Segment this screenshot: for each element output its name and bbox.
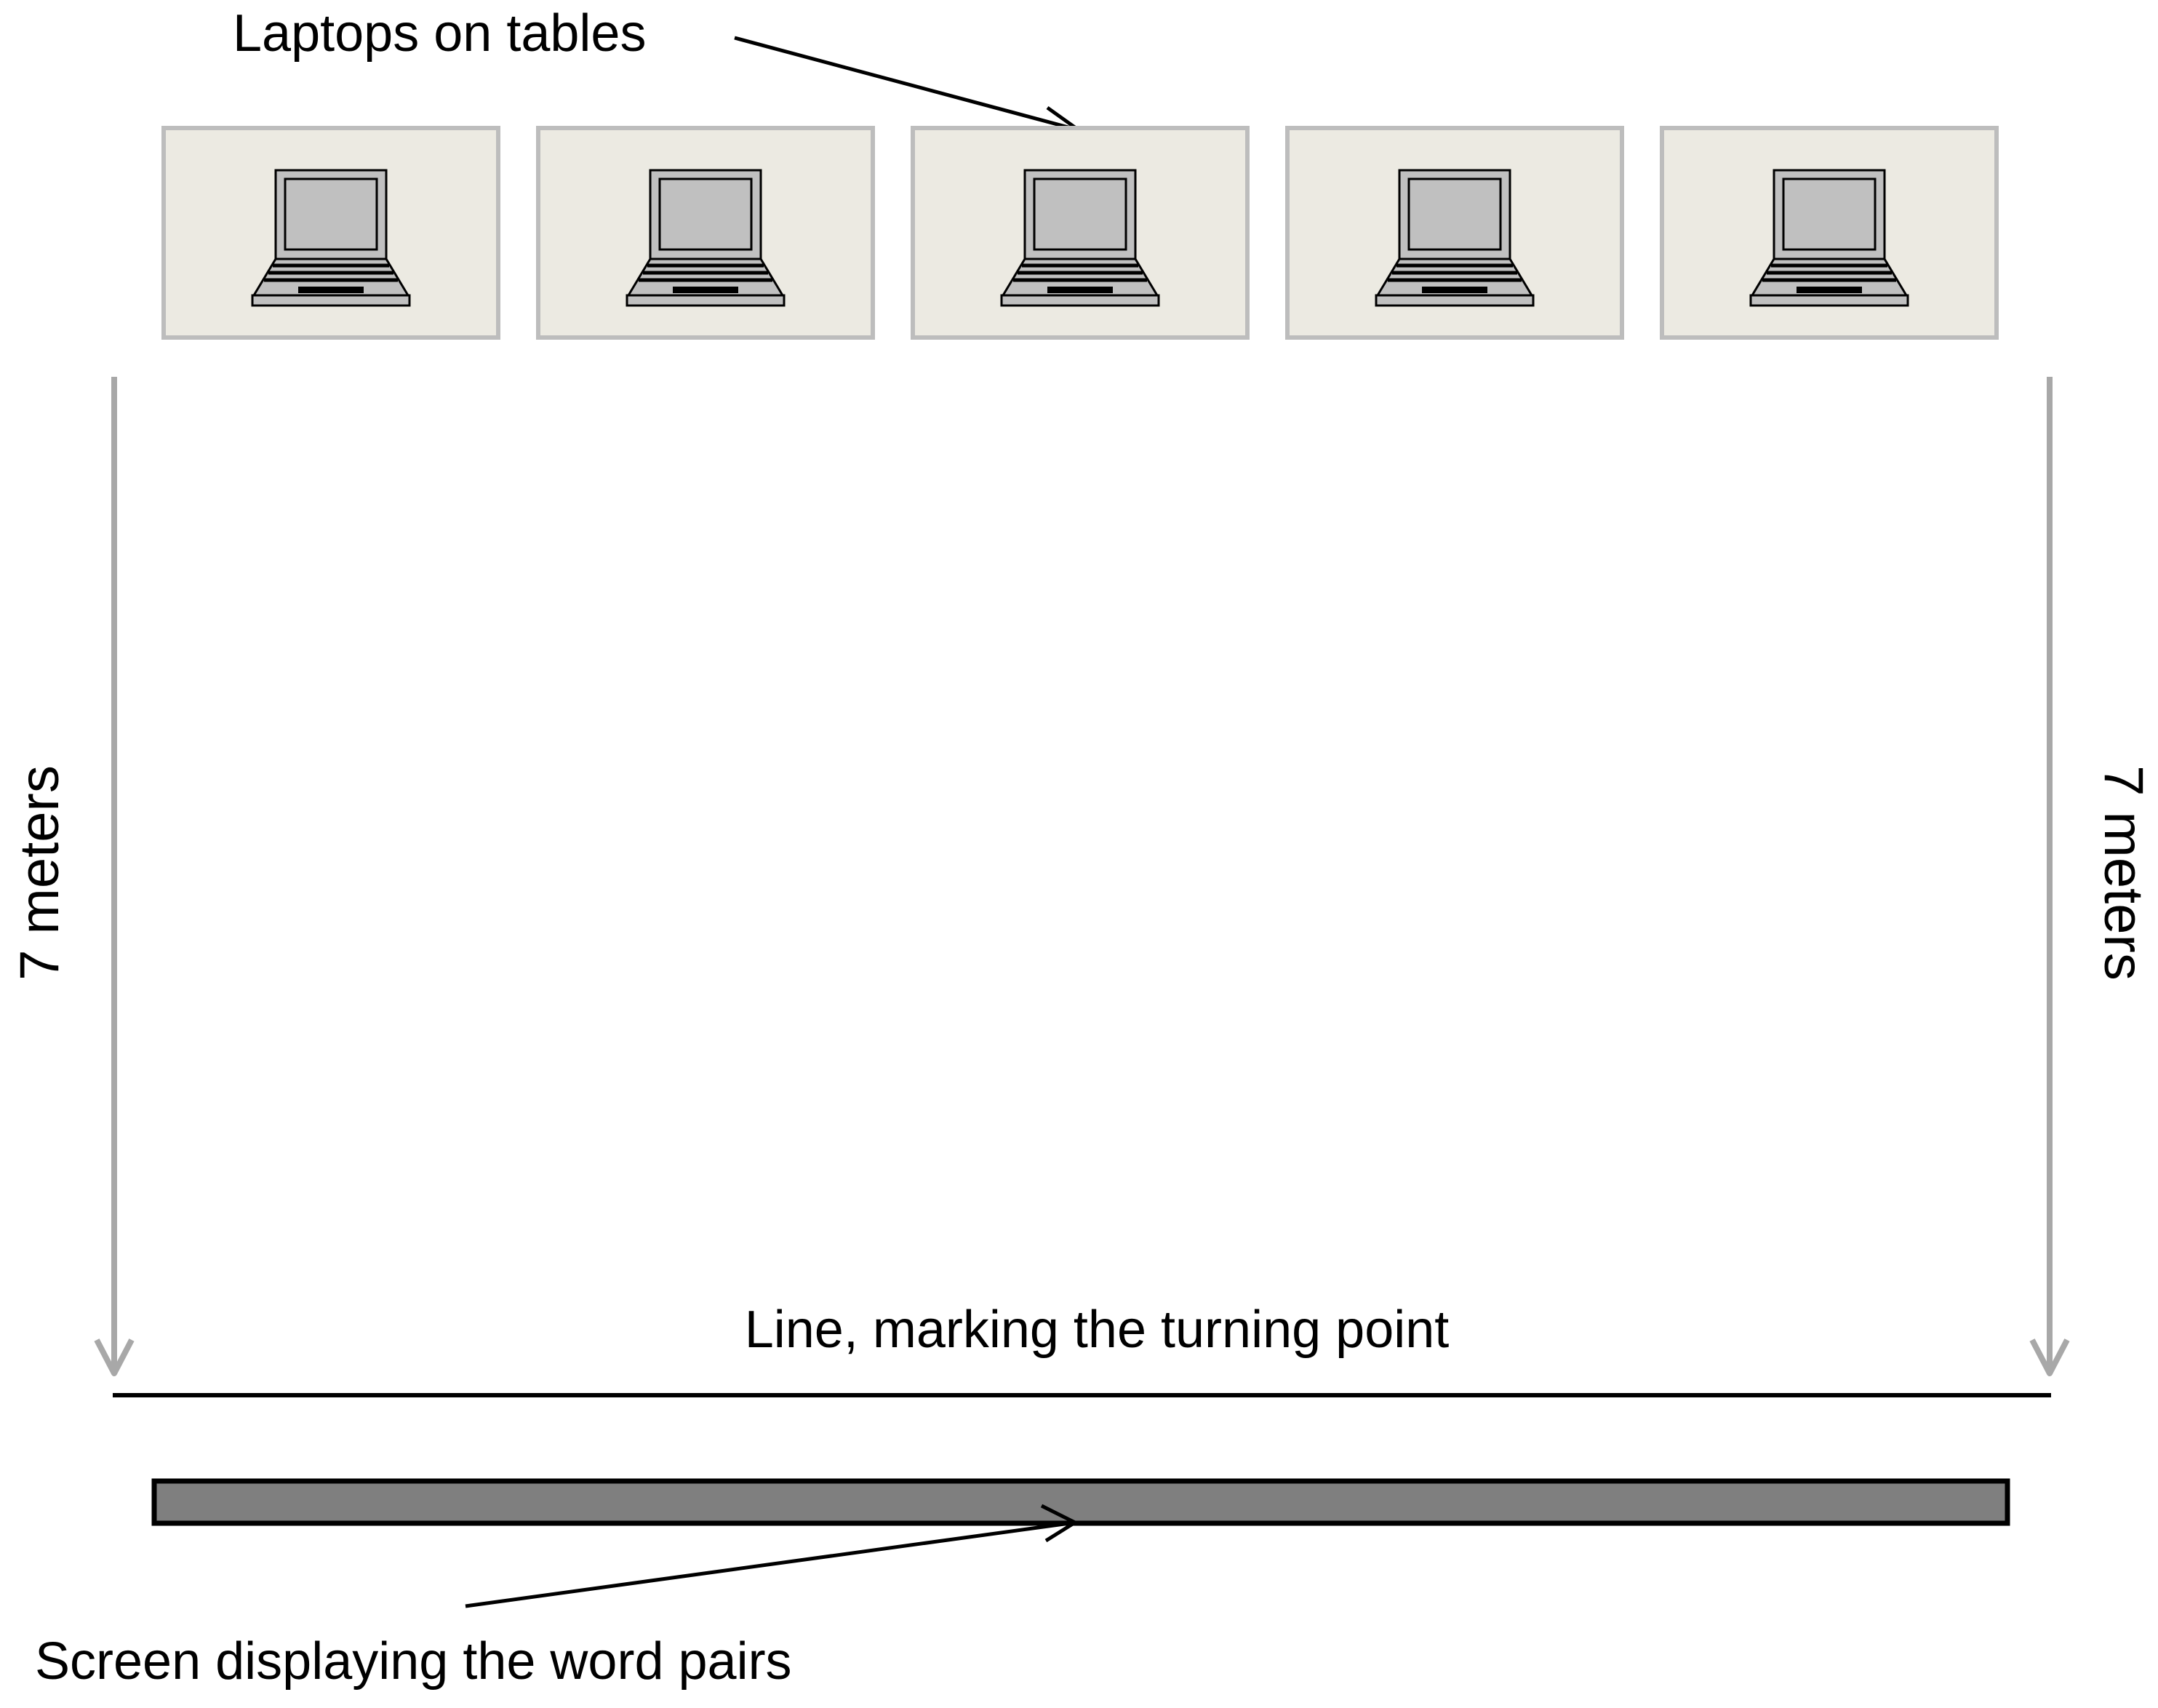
laptops-label: Laptops on tables <box>233 4 646 63</box>
turning-line-label: Line, marking the turning point <box>745 1301 1450 1359</box>
table-1 <box>161 126 500 340</box>
laptop-icon <box>1002 170 1159 306</box>
distance-label-right: 7 meters <box>2093 765 2154 981</box>
screen-label: Screen displaying the word pairs <box>35 1632 792 1691</box>
table-row <box>161 126 1999 340</box>
left-distance-arrow <box>94 377 135 1376</box>
table-2 <box>536 126 875 340</box>
laptop-icon <box>252 170 409 306</box>
laptop-icon <box>1376 170 1533 306</box>
screen-pointer-arrow <box>465 1504 1079 1608</box>
table-3 <box>911 126 1250 340</box>
laptop-icon <box>627 170 784 306</box>
table-4 <box>1285 126 1624 340</box>
right-distance-arrow <box>2029 377 2070 1376</box>
laptop-icon <box>1751 170 1908 306</box>
distance-label-left: 7 meters <box>9 765 71 981</box>
table-5 <box>1660 126 1999 340</box>
laptops-pointer-arrow <box>734 36 1084 133</box>
display-screen <box>151 1478 2010 1526</box>
